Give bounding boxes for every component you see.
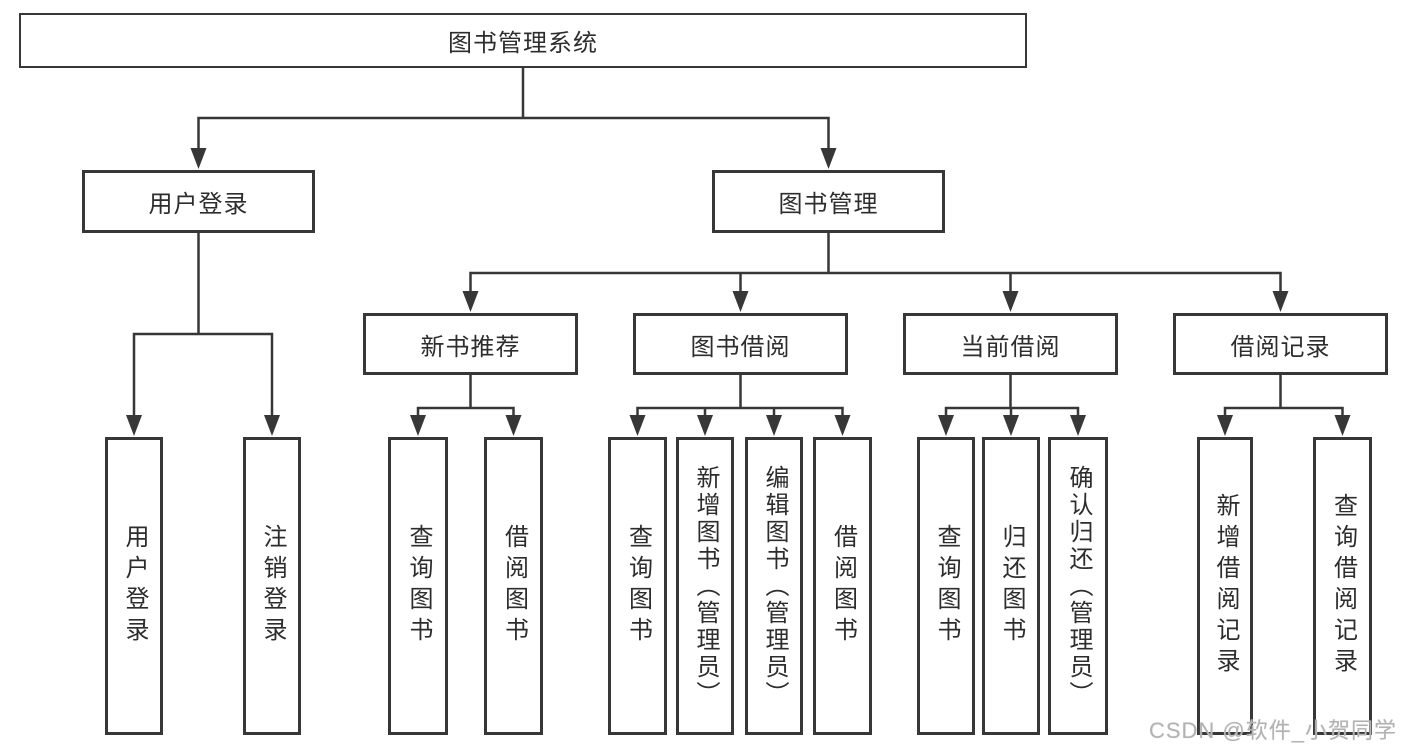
arrowhead (1003, 415, 1019, 436)
node-confirm-return-admin: 确认归还（管理员） (1048, 437, 1108, 735)
arrowhead (697, 415, 713, 436)
node-book-borrowing: 图书借阅 (633, 313, 848, 375)
arrowhead (126, 415, 142, 436)
arrowhead (1334, 415, 1351, 436)
node-new-book-recommend: 新书推荐 (363, 313, 578, 375)
node-book-management: 图书管理 (712, 170, 945, 233)
arrowhead (1070, 415, 1086, 436)
node-root: 图书管理系统 (19, 13, 1027, 68)
node-borrow-books-borrowing: 借阅图书 (813, 437, 872, 735)
node-user-login-group: 用户登录 (82, 170, 315, 233)
arrowhead (1272, 291, 1289, 312)
node-query-borrow-record: 查询借阅记录 (1313, 437, 1372, 735)
node-logout: 注销登录 (243, 437, 301, 735)
node-borrow-books-recommend: 借阅图书 (484, 437, 543, 735)
arrowhead (834, 415, 851, 436)
node-add-borrow-record: 新增借阅记录 (1197, 437, 1253, 735)
arrowhead (190, 148, 207, 169)
node-user-login: 用户登录 (105, 437, 163, 735)
arrowhead (1002, 291, 1019, 312)
arrowhead (410, 415, 426, 436)
arrowhead (938, 415, 954, 436)
arrowhead (264, 415, 280, 436)
node-current-borrowing: 当前借阅 (903, 313, 1118, 375)
arrowhead (505, 415, 522, 436)
node-query-books-current: 查询图书 (917, 437, 975, 735)
node-query-books-borrowing: 查询图书 (608, 437, 667, 735)
node-return-books: 归还图书 (982, 437, 1040, 735)
node-query-books-recommend: 查询图书 (388, 437, 448, 735)
node-add-books-admin: 新增图书（管理员） (676, 437, 734, 735)
arrowhead (766, 415, 782, 436)
node-edit-books-admin: 编辑图书（管理员） (745, 437, 803, 735)
arrowhead (732, 291, 749, 312)
arrowhead (462, 291, 479, 312)
watermark: CSDN @软件_小贺同学 (1148, 718, 1397, 743)
arrowhead (820, 148, 837, 169)
arrowhead (629, 415, 646, 436)
arrowhead (1217, 415, 1233, 436)
node-borrowing-records: 借阅记录 (1173, 313, 1388, 375)
